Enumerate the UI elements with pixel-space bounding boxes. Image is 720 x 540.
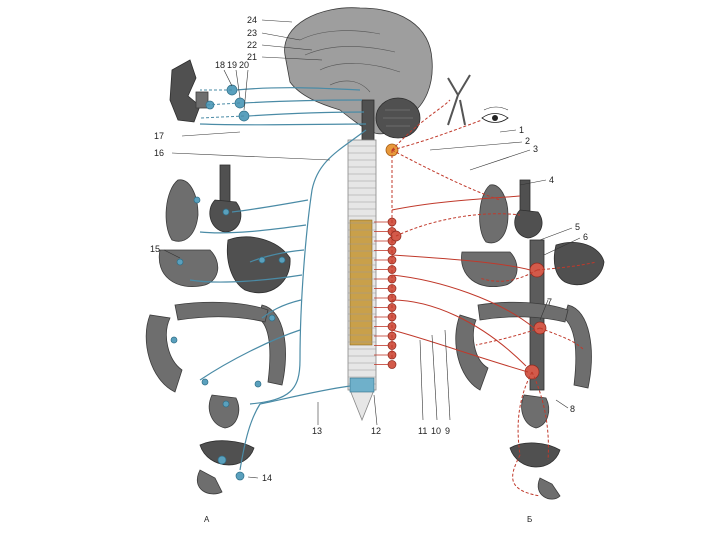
label-21: 21 xyxy=(247,52,257,62)
head-left xyxy=(169,59,209,123)
sympathetic-chain xyxy=(374,217,397,369)
label-6: 6 xyxy=(583,232,588,242)
label-24: 24 xyxy=(247,15,257,25)
side-label-right: Б xyxy=(527,515,532,524)
label-3: 3 xyxy=(533,144,538,154)
brainstem xyxy=(361,99,375,141)
label-11: 11 xyxy=(418,426,427,436)
label-19: 19 xyxy=(227,60,237,70)
cranial-nerves-left xyxy=(199,87,367,126)
label-10: 10 xyxy=(431,426,441,436)
thoracic-organs-left xyxy=(165,164,242,242)
label-20: 20 xyxy=(239,60,249,70)
label-23: 23 xyxy=(247,28,257,38)
side-label-left: А xyxy=(204,515,210,524)
label-7: 7 xyxy=(547,297,552,307)
label-4: 4 xyxy=(549,175,554,185)
intramural-ganglia-left xyxy=(170,196,286,481)
label-9: 9 xyxy=(445,426,450,436)
thoracolumbar-segment xyxy=(349,219,373,346)
label-15: 15 xyxy=(150,244,160,254)
label-1: 1 xyxy=(519,125,524,135)
label-5: 5 xyxy=(575,222,580,232)
label-18: 18 xyxy=(215,60,225,70)
label-14: 14 xyxy=(262,473,272,483)
spinal-cord xyxy=(347,139,377,422)
label-16: 16 xyxy=(154,148,164,158)
abdominal-organs-left xyxy=(145,236,291,495)
leader-lines xyxy=(163,19,581,479)
label-2: 2 xyxy=(525,136,530,146)
sacral-segment xyxy=(349,377,375,393)
brain xyxy=(284,7,433,141)
thoracic-organs-right xyxy=(479,179,543,244)
label-8: 8 xyxy=(570,404,575,414)
label-22: 22 xyxy=(247,40,257,50)
sympathetic-nerves xyxy=(391,99,597,497)
vagal-branches xyxy=(189,199,351,471)
label-13: 13 xyxy=(312,426,322,436)
label-17: 17 xyxy=(154,131,164,141)
sympathetic-chain-ganglion xyxy=(387,360,397,369)
label-12: 12 xyxy=(371,426,381,436)
number-labels: 24 23 22 21 18 19 20 17 16 15 14 13 12 1… xyxy=(150,15,588,524)
eye-right xyxy=(481,106,509,123)
blood-vessel-right xyxy=(447,74,471,126)
abdominal-organs-right xyxy=(455,239,605,500)
